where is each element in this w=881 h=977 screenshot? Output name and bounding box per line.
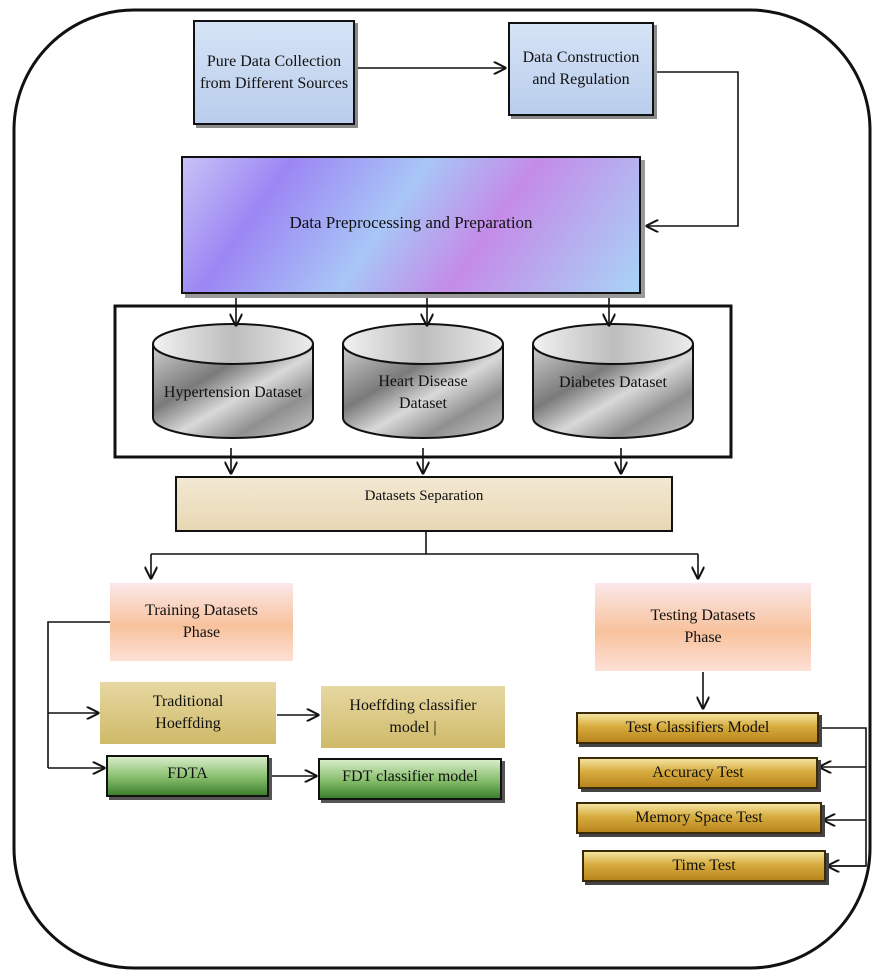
label-heart-disease-dataset: Heart Disease Dataset	[378, 373, 468, 412]
connector-training-left	[47, 621, 110, 768]
outer-frame	[12, 8, 872, 970]
node-fdta: FDTA	[106, 755, 269, 797]
node-hoeffding-model: Hoeffding classifier model |	[321, 686, 505, 748]
label-datasets-separation: Datasets Separation	[364, 488, 484, 504]
label-diabetes-dataset: Diabetes Dataset	[559, 374, 667, 392]
node-heart-disease-dataset: Heart Disease Dataset	[353, 368, 493, 418]
label-accuracy-test: Accuracy Test	[652, 764, 744, 782]
node-hypertension-dataset: Hypertension Dataset	[163, 368, 303, 418]
label-test-classifiers-model: Test Classifiers Model	[625, 719, 770, 737]
label-fdt-model: FDT classifier model	[342, 768, 478, 785]
node-data-construction: Data Construction and Regulation	[508, 22, 654, 116]
node-datasets-separation: Datasets Separation	[175, 476, 673, 532]
node-test-classifiers-model: Test Classifiers Model	[576, 712, 819, 744]
node-training-phase: Training Datasets Phase	[110, 583, 293, 661]
label-hoeffding-model: Hoeffding classifier model |	[349, 697, 477, 736]
label-testing-phase: Testing Datasets Phase	[650, 607, 756, 646]
label-training-phase: Training Datasets Phase	[145, 602, 258, 641]
node-pure-data-collection: Pure Data Collection from Different Sour…	[193, 20, 355, 125]
arrow-construction-to-preprocessing	[647, 71, 739, 226]
label-time-test: Time Test	[672, 857, 736, 875]
cylinder-diabetes-shape	[532, 323, 694, 439]
node-testing-phase: Testing Datasets Phase	[595, 583, 811, 671]
node-fdt-model: FDT classifier model	[318, 758, 502, 800]
node-data-preprocessing: Data Preprocessing and Preparation	[181, 156, 641, 294]
label-data-preprocessing: Data Preprocessing and Preparation	[289, 213, 533, 232]
label-pure-data-collection: Pure Data Collection from Different Sour…	[199, 52, 349, 92]
label-data-construction: Data Construction and Regulation	[522, 49, 640, 88]
label-traditional-hoeffding: Traditional Hoeffding	[152, 693, 224, 732]
node-accuracy-test: Accuracy Test	[578, 757, 818, 789]
label-fdta: FDTA	[167, 765, 208, 782]
connector-test-right	[821, 727, 867, 867]
node-time-test: Time Test	[582, 850, 826, 882]
cylinder-hypertension-shape	[152, 323, 314, 439]
label-hypertension-dataset: Hypertension Dataset	[163, 384, 303, 402]
node-memory-space-test: Memory Space Test	[576, 802, 822, 834]
label-memory-space-test: Memory Space Test	[635, 809, 763, 827]
node-traditional-hoeffding: Traditional Hoeffding	[100, 682, 276, 744]
node-diabetes-dataset: Diabetes Dataset	[541, 368, 685, 398]
